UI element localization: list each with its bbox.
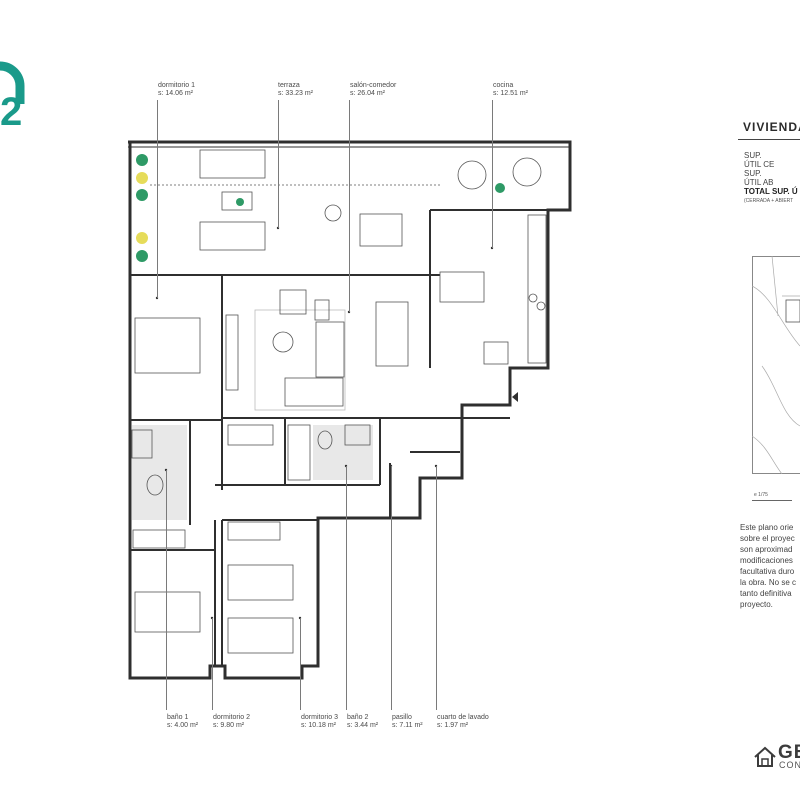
terrace-lamp [324, 204, 342, 222]
leader-dormitorio-3 [300, 618, 301, 710]
map-scale: e 1/75 [754, 492, 768, 498]
bath1-area [132, 425, 187, 520]
leader-bano-2 [346, 466, 347, 710]
leader-cocina [492, 100, 493, 248]
terrace-table [359, 213, 403, 247]
leader-dormitorio-1 [157, 100, 158, 298]
bathroom-fixtures [131, 424, 373, 520]
bath2-toilet [317, 430, 333, 450]
bath1-sink [131, 429, 153, 459]
bath2-area [313, 425, 373, 480]
leader-terraza [278, 100, 279, 228]
terrace-furniture [150, 149, 542, 251]
map-building [785, 299, 800, 323]
sofa-1 [199, 149, 266, 179]
map-frame [752, 256, 800, 474]
bath1-toilet [146, 474, 164, 496]
bed-dorm2 [134, 591, 201, 633]
bed-dorm1 [134, 317, 201, 374]
leader-pasillo [391, 466, 392, 710]
plant-5 [136, 250, 148, 262]
bed-dorm3-b [227, 617, 294, 654]
bed-dorm3-a [227, 564, 294, 601]
plant-3 [136, 189, 148, 201]
coffee-table [221, 191, 253, 211]
map-lines [752, 256, 800, 474]
living-furniture [225, 289, 409, 411]
plant-4 [136, 232, 148, 244]
kitchen-table [439, 271, 485, 303]
side-table [272, 331, 294, 353]
map-scale-line [752, 500, 792, 501]
round-chair-1 [457, 160, 487, 190]
leader-dots [155, 226, 494, 620]
panel-divider [738, 139, 800, 140]
bath2-tub [287, 424, 311, 481]
wardrobe-2 [227, 521, 281, 541]
hob-1 [528, 293, 538, 303]
shelf [314, 299, 330, 321]
bedroom-furniture [132, 317, 294, 654]
kitchen-furniture [439, 214, 547, 365]
plant-1 [136, 154, 148, 166]
hob-2 [536, 301, 546, 311]
brand-name: GE [778, 742, 800, 763]
panel-row-2: SUP.ÚTIL AB [744, 169, 774, 187]
panel-total-sub: (CERRADA + ABIERT [744, 198, 794, 204]
sofa-side [315, 321, 345, 378]
panel-total: TOTAL SUP. Ú [744, 187, 798, 196]
disclaimer-note: Este plano orie sobre el proyec son apro… [740, 523, 797, 609]
leader-salon-comedor [349, 100, 350, 312]
dining-table [375, 301, 409, 367]
sofa-living [284, 377, 344, 407]
logo-number: 2 [0, 90, 23, 134]
bath2-sink [344, 424, 371, 446]
kitchen-counter [527, 214, 547, 364]
plan-interior-walls [130, 209, 548, 666]
leader-cuarto-de-lavado [436, 466, 437, 710]
round-chair-2 [512, 157, 542, 187]
rug [254, 309, 346, 411]
armchair [279, 289, 307, 315]
sofa-2 [199, 221, 266, 251]
plant-7 [236, 198, 244, 206]
leader-dormitorio-2 [212, 618, 213, 710]
entrance-arrow [512, 392, 518, 402]
plants [136, 154, 505, 262]
plant-6 [495, 183, 505, 193]
tv-unit [225, 314, 239, 391]
brand-subtitle: CON [779, 760, 800, 770]
wardrobe-1 [227, 424, 274, 446]
wardrobe-3 [132, 529, 186, 549]
plant-2 [136, 172, 148, 184]
logo-teal-arc [0, 61, 25, 104]
logo-mark [0, 61, 25, 104]
panel-title: VIVIENDA [743, 120, 800, 134]
leader-bano-1 [166, 470, 167, 710]
situation-map [752, 256, 800, 474]
panel-row-1: SUP.ÚTIL CE [744, 151, 775, 169]
kitchen-appliance [483, 341, 509, 365]
house-icon [754, 746, 776, 767]
